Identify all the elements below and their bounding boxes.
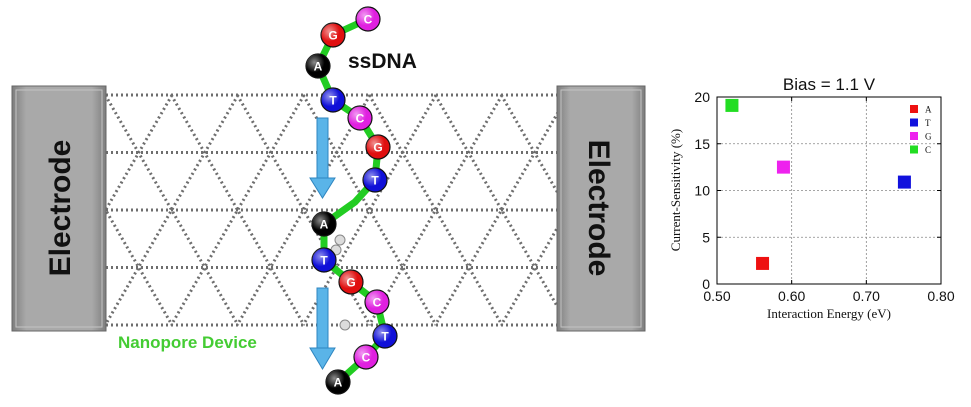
graphene-chain bbox=[633, 95, 766, 325]
graphene-sheet bbox=[106, 93, 766, 327]
chart-grid bbox=[717, 97, 941, 284]
y-tick-label: 5 bbox=[702, 229, 710, 245]
y-tick-label: 15 bbox=[694, 136, 710, 152]
graphene-chain bbox=[301, 94, 438, 326]
graphene-chain bbox=[106, 94, 240, 326]
atom-bead bbox=[339, 319, 351, 331]
graphene-chain bbox=[169, 94, 306, 326]
nucleotide-T: T bbox=[372, 323, 398, 349]
nucleotide-C: C bbox=[353, 344, 379, 370]
svg-text:C: C bbox=[364, 13, 373, 27]
x-axis-label: Interaction Energy (eV) bbox=[767, 306, 891, 321]
svg-text:A: A bbox=[334, 376, 343, 390]
graphene-chain bbox=[433, 111, 557, 326]
x-tick-label: 0.80 bbox=[927, 288, 954, 304]
translocation-arrow-lower bbox=[309, 287, 336, 370]
ssdna-label: ssDNA bbox=[348, 50, 417, 73]
graphene-chain bbox=[433, 94, 557, 309]
graphene-chain bbox=[169, 94, 306, 326]
data-point-G bbox=[776, 160, 790, 174]
svg-text:T: T bbox=[381, 330, 389, 344]
graphene-chain bbox=[367, 94, 504, 326]
legend-swatch-T bbox=[910, 118, 918, 127]
nucleotide-A: A bbox=[305, 53, 331, 79]
y-tick-label: 10 bbox=[694, 183, 710, 199]
svg-text:G: G bbox=[346, 276, 355, 290]
legend-swatch-G bbox=[910, 132, 918, 140]
chart-ticks: 0.50 0.60 0.70 0.80 0 5 10 15 20 bbox=[694, 89, 954, 304]
y-axis-label: Current-Sensitivity (%) bbox=[668, 129, 683, 251]
nucleotide-C: C bbox=[355, 6, 381, 32]
nucleotide-A: A bbox=[311, 211, 337, 237]
y-tick-label: 20 bbox=[694, 89, 710, 105]
y-tick-label: 0 bbox=[702, 276, 710, 292]
graphene-chain bbox=[367, 94, 504, 326]
nucleotide-T: T bbox=[362, 167, 388, 193]
legend-label-C: C bbox=[925, 145, 931, 155]
nucleotide-A: A bbox=[325, 369, 351, 395]
svg-text:T: T bbox=[329, 94, 337, 108]
x-tick-label: 0.60 bbox=[778, 288, 805, 304]
svg-text:C: C bbox=[356, 112, 365, 126]
graphene-chain bbox=[235, 94, 372, 326]
svg-text:G: G bbox=[328, 29, 337, 43]
left-electrode: Electrode bbox=[11, 85, 107, 332]
nucleotide-T: T bbox=[320, 87, 346, 113]
chart-title: Bias = 1.1 V bbox=[783, 75, 876, 94]
legend-label-A: A bbox=[925, 105, 932, 115]
svg-text:C: C bbox=[362, 351, 371, 365]
svg-text:T: T bbox=[320, 254, 328, 268]
graphene-chain bbox=[499, 225, 557, 326]
data-point-C bbox=[725, 98, 739, 112]
data-point-T bbox=[897, 175, 911, 189]
legend-label-T: T bbox=[925, 118, 931, 128]
legend-label-G: G bbox=[925, 132, 932, 142]
svg-text:G: G bbox=[373, 141, 382, 155]
svg-text:T: T bbox=[371, 174, 379, 188]
graphene-chain bbox=[301, 94, 438, 326]
data-point-A bbox=[756, 256, 770, 270]
svg-text:C: C bbox=[373, 296, 382, 310]
atom-bead bbox=[334, 234, 346, 246]
right-electrode-label: Electrode bbox=[582, 140, 615, 277]
nucleotide-C: C bbox=[364, 289, 390, 315]
nanopore-device-label: Nanopore Device bbox=[118, 333, 257, 352]
legend-swatch-C bbox=[910, 145, 918, 154]
nucleotide-C: C bbox=[347, 105, 373, 131]
svg-text:A: A bbox=[314, 60, 323, 74]
nucleotide-T: T bbox=[311, 247, 337, 273]
nucleotide-G: G bbox=[365, 134, 391, 160]
svg-text:A: A bbox=[320, 218, 329, 232]
x-tick-label: 0.50 bbox=[703, 288, 730, 304]
nucleotide-G: G bbox=[320, 22, 346, 48]
right-electrode: Electrode bbox=[556, 85, 646, 332]
scatter-chart: Bias = 1.1 V 0.50 0.60 0.70 0.80 0 5 10 15 20 AT… bbox=[668, 75, 955, 321]
graphene-chain bbox=[106, 207, 174, 326]
chart-points bbox=[725, 98, 911, 270]
graphene-chain bbox=[633, 95, 766, 325]
nucleotide-G: G bbox=[338, 269, 364, 295]
graphene-chain bbox=[106, 94, 240, 326]
legend-swatch-A bbox=[910, 105, 918, 113]
translocation-arrow-upper bbox=[309, 117, 336, 199]
left-electrode-label: Electrode bbox=[44, 140, 77, 277]
x-tick-label: 0.70 bbox=[853, 288, 880, 304]
